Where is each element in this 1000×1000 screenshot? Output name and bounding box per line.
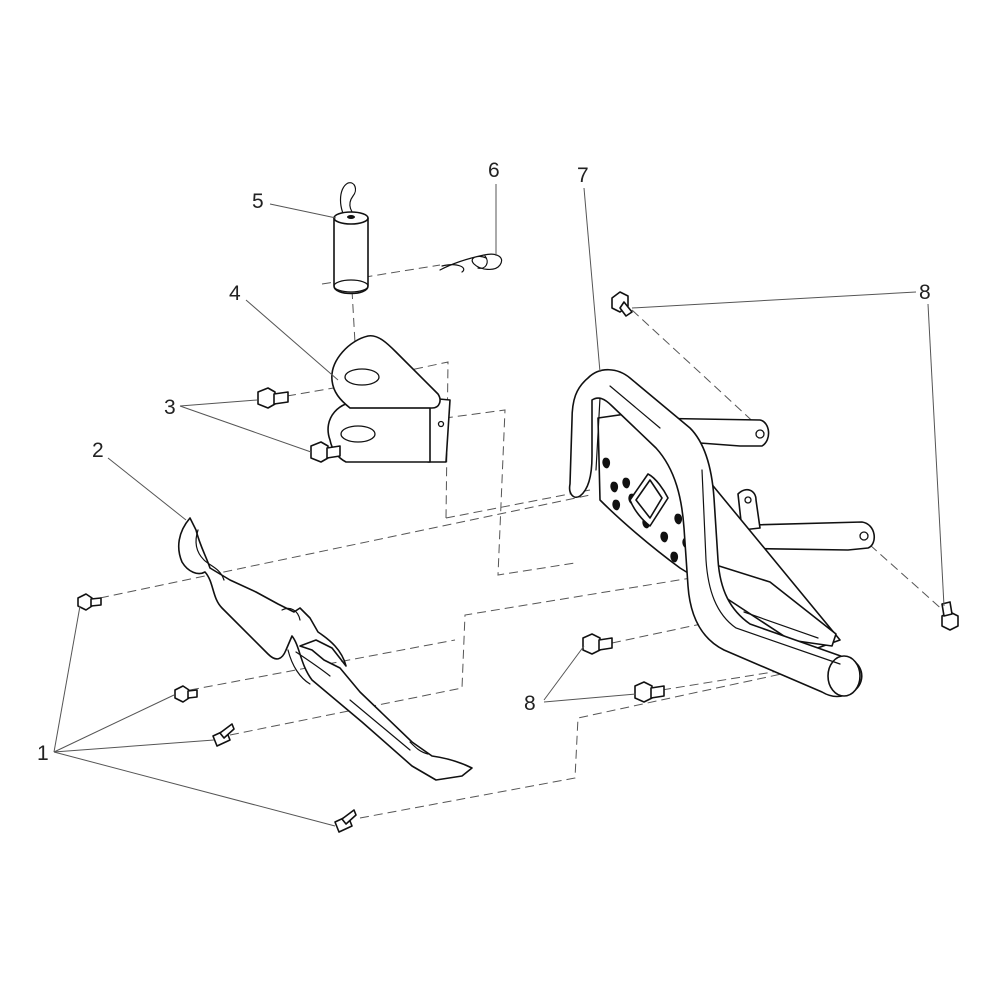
callout-7: 7: [577, 164, 589, 187]
callout-1: 1: [37, 742, 49, 765]
fastener-part-1-a: [77, 593, 102, 611]
callout-8-upper: 8: [919, 281, 931, 304]
bolt-part-8-lower-b: [634, 681, 665, 703]
fastener-part-1-d: [334, 809, 357, 833]
fastener-part-1-c: [212, 723, 235, 747]
bolt-part-8-upper: [611, 291, 633, 317]
bolt-part-3-upper: [257, 387, 289, 409]
bolt-part-3-lower: [310, 441, 341, 463]
bolt-part-8-right: [941, 601, 959, 631]
callout-4: 4: [229, 282, 241, 305]
callout-8-lower: 8: [524, 692, 536, 715]
hitch-bracket-part-4: [327, 334, 451, 463]
fastener-part-1-b: [174, 685, 198, 703]
skid-guard-part-2: [177, 517, 473, 781]
bolt-part-8-lower-a: [582, 633, 613, 655]
callout-6: 6: [488, 159, 500, 182]
callouts: 1 2 3 4 5 6 7 8 8: [37, 159, 931, 765]
bumper-frame-part-7: [568, 368, 875, 698]
callout-3: 3: [164, 396, 176, 419]
callout-2: 2: [92, 439, 104, 462]
callout-5: 5: [252, 190, 264, 213]
leader-lines: [53, 184, 945, 827]
pin-part-5: [333, 182, 369, 295]
r-clip-part-6: [439, 253, 503, 273]
